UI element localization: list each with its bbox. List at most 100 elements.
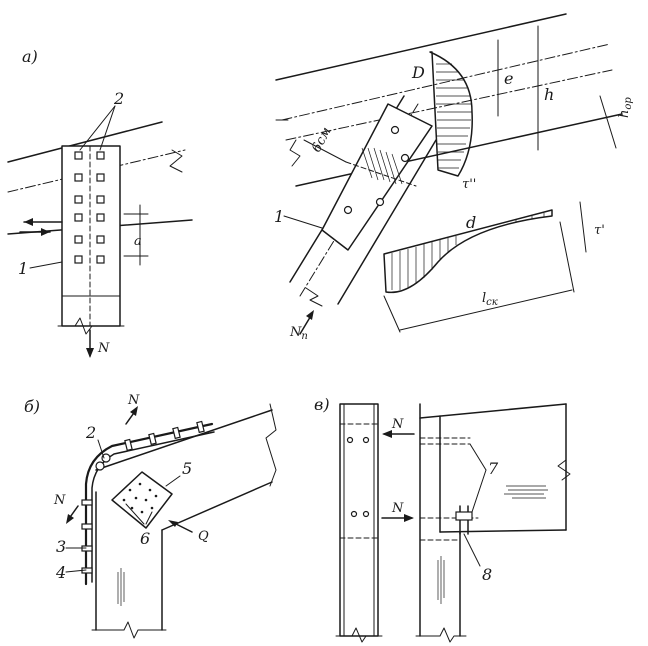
panel-b-joint: б) N N Q 2 3 4 5 6 [24,393,277,639]
arrow-head [306,310,314,320]
leader-2-right [99,105,116,151]
leader-8 [463,533,481,567]
tau1-label: τ' [594,223,605,238]
b-gusset-plate [111,471,173,529]
v-column-front-break [415,627,467,643]
dim-e-label: e [504,69,513,88]
arrow-head [41,228,50,236]
bolt [362,510,370,518]
v-bolt-head [455,511,473,521]
b-force-N-top-label: N [127,393,140,408]
plate-hidden-line [345,161,417,187]
dim-lck-line [399,289,573,331]
tau2-label: τ'' [462,177,476,192]
bolt-group-a [74,151,105,264]
bolt [74,151,83,160]
b-callout-4: 4 [55,563,66,582]
b-callout-3: 3 [56,537,66,556]
bolt [74,235,83,244]
b-rafter-bottom [161,481,273,531]
bolt [81,499,93,506]
bolt [375,197,385,207]
beam-top-edge [7,121,163,163]
detail-beam-axis-2 [285,69,613,141]
dim-lck-ext-left [383,295,401,333]
shear-diagram-tau2 [429,51,473,177]
dim-lck-ext-right [559,221,575,293]
leader-4 [65,569,87,573]
detail-dimensions [275,25,617,333]
bolt-group-detail [343,125,410,215]
leader-1 [29,261,63,269]
dim-lck-label: lск [482,291,498,308]
leader-5 [165,475,181,487]
bolt [74,213,83,222]
bolt [96,235,105,244]
strut-right-edge [337,139,437,305]
bolt-group-b [81,420,205,574]
dim-6cm-label: 6см [309,125,335,155]
force-N-label: N [97,341,110,356]
v-column-side [339,403,379,637]
gusset-bolt-dots [122,482,158,514]
arrow-head [382,430,392,438]
v-beam-bottom [439,529,567,533]
callout-2: 2 [113,89,124,108]
bolt [74,173,83,182]
arrow-head [86,348,94,358]
dim-h-label: h [544,85,554,104]
v-column-shading [437,556,445,604]
bolt [101,453,111,463]
b-column-shading [117,568,125,606]
leader-7b [471,469,487,513]
force-Nn-label: Nп [289,325,308,342]
detail-beam-break [289,139,301,167]
leader-6a [125,503,145,525]
v-callout-7: 7 [488,459,499,478]
dim-tau1-line [579,201,587,253]
callout-1-detail: 1 [274,207,284,226]
b-rafter-break [265,403,277,487]
panel-a-label: а) [22,47,38,66]
v-force-N-top-label: N [391,417,404,432]
bolt [74,255,83,264]
b-callout-5: 5 [182,459,192,478]
tau1-hatch [391,213,545,290]
b-force-Q-label: Q [198,529,209,544]
panel-a-joint: а) 2 1 a N [7,47,193,358]
column-body [61,145,121,327]
callout-1: 1 [18,259,28,278]
panel-v-joint: в) N N 7 8 [314,395,571,643]
beam-break-line [169,149,183,173]
bolt [124,438,133,452]
panel-v-label: в) [314,395,330,414]
arrow-head [168,520,178,527]
shear-diagram-tau1 [383,209,553,294]
bolt [96,151,105,160]
v-beam-shading [504,485,548,499]
bolt [96,255,105,264]
bolt [148,432,157,446]
v-beam-break [557,459,571,481]
bolt [350,510,358,518]
bolt [362,436,370,444]
arrow-head [24,218,33,226]
v-force-N-bottom-label: N [391,501,404,516]
point-d-label: d [466,213,476,232]
b-force-N-left-label: N [53,493,66,508]
leader-2 [97,439,105,459]
detail-beam-top [275,13,567,81]
tau2-hatch [436,63,472,169]
v-beam-top [419,403,567,419]
dim-6cm-line [303,139,347,163]
bolt [400,153,410,163]
arrow-head [66,514,74,524]
detail-beam-axis-1 [281,43,611,121]
bolt [346,436,354,444]
dim-a-label: a [134,234,142,249]
panel-a-detail: D 6см e h hop τ'' τ' d lск 1 Nп [274,13,634,342]
arrow-head [404,514,414,522]
point-D-label: D [411,63,425,82]
bolt [95,461,105,471]
